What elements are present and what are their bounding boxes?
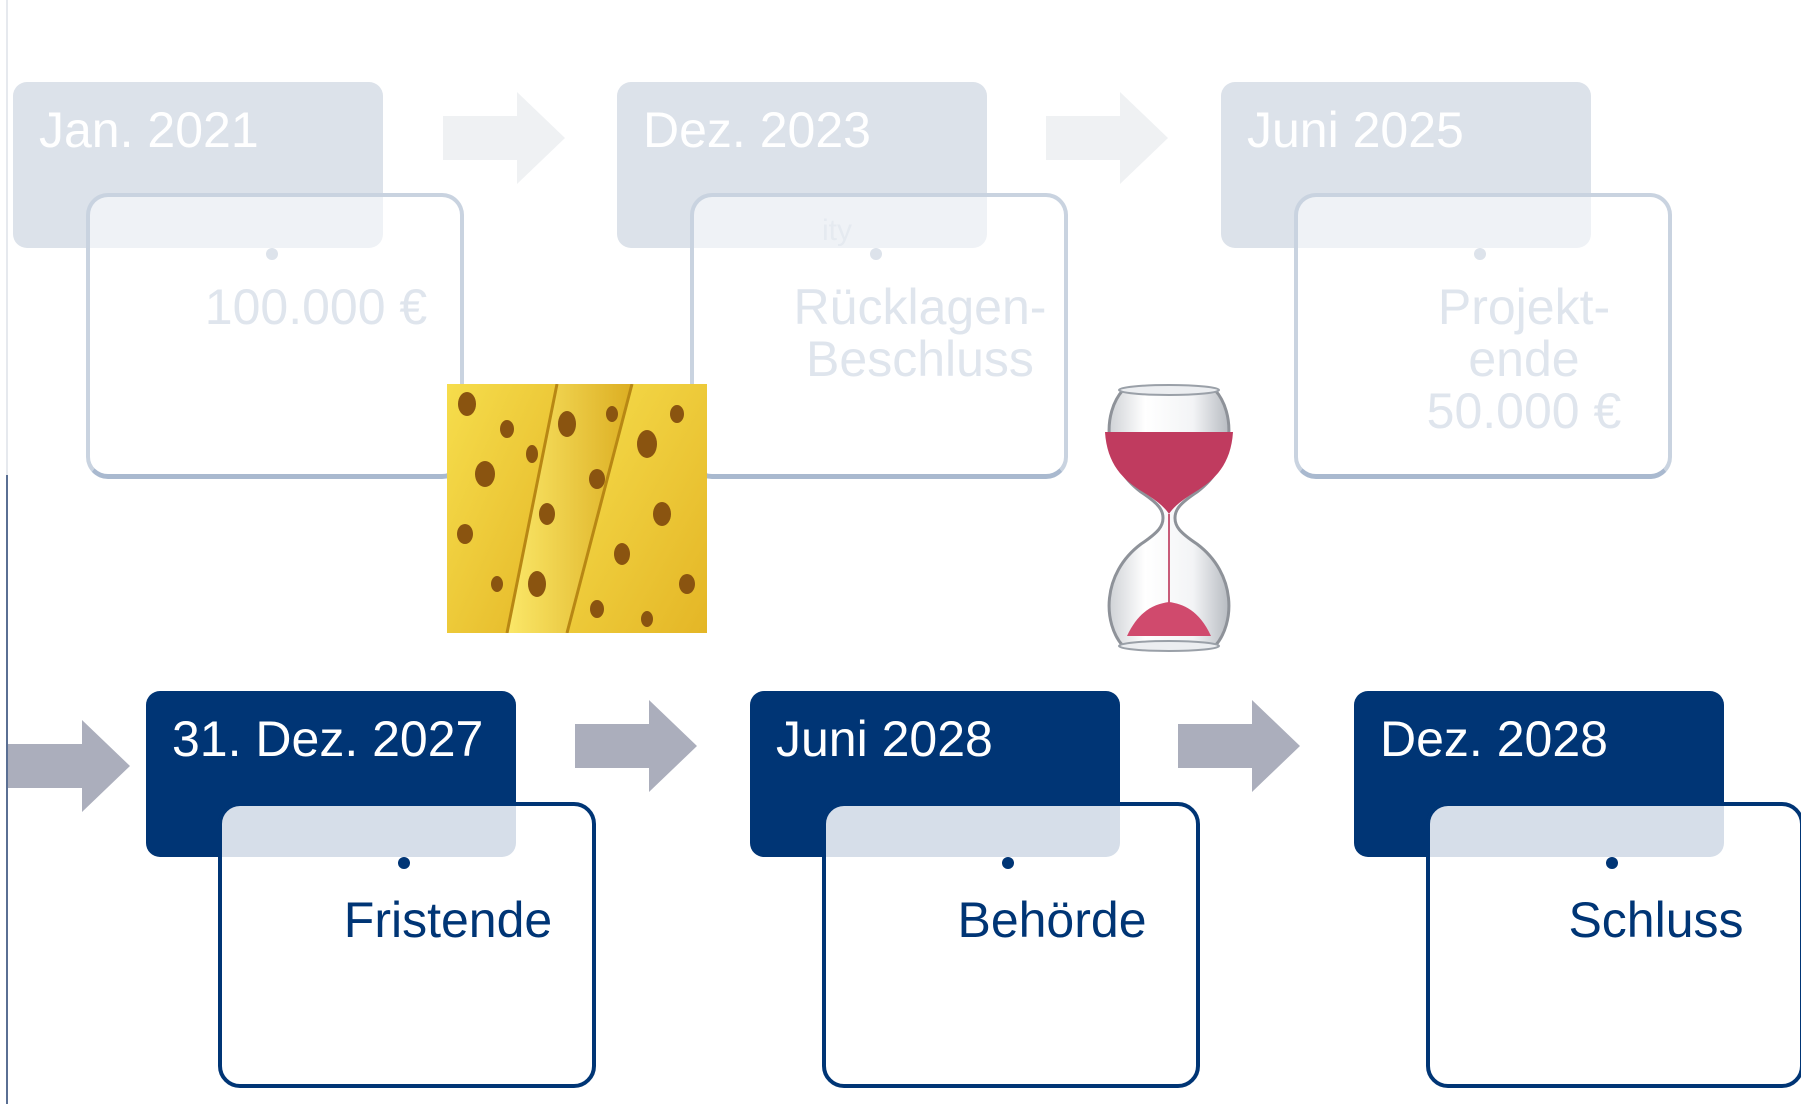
faded-arrow-icon (443, 92, 565, 184)
bullet-dot (1474, 248, 1486, 260)
arrow-icon (8, 720, 130, 812)
faded-arrow-icon (1046, 92, 1168, 184)
bullet-dot (398, 857, 410, 869)
milestone-description: Schluss (1568, 892, 1744, 948)
milestone-card-jan-2021: 100.000 € (86, 193, 464, 479)
milestone-card-juni-2028: Behörde (822, 802, 1200, 1088)
arrow-icon (1178, 700, 1300, 792)
left-edge-line (6, 0, 8, 475)
milestone-date-juni-2025: Juni 2025 (1221, 82, 1591, 248)
milestone-card-dez-2023: Rücklagen- Beschluss (690, 193, 1068, 479)
milestone-card-31-dez-2027: Fristende (218, 802, 596, 1088)
milestone-description: Projekt- ende 50.000 € (1426, 279, 1622, 439)
milestone-description: Behörde (957, 892, 1147, 948)
bullet-dot (1606, 857, 1618, 869)
bullet-dot (870, 248, 882, 260)
milestone-card-juni-2025: Projekt- ende 50.000 € (1294, 193, 1672, 479)
milestone-description: Rücklagen- Beschluss (793, 279, 1047, 387)
hourglass-photo (1105, 384, 1233, 652)
bullet-dot (266, 248, 278, 260)
bullet-dot (1002, 857, 1014, 869)
cheese-photo (447, 384, 707, 633)
left-edge-line-dark (6, 475, 8, 1104)
milestone-card-dez-2028: Schluss (1426, 802, 1801, 1088)
milestone-description: 100.000 € (204, 279, 428, 335)
arrow-icon (575, 700, 697, 792)
ghost-text: ity (822, 214, 852, 247)
milestone-description: Fristende (343, 892, 553, 948)
